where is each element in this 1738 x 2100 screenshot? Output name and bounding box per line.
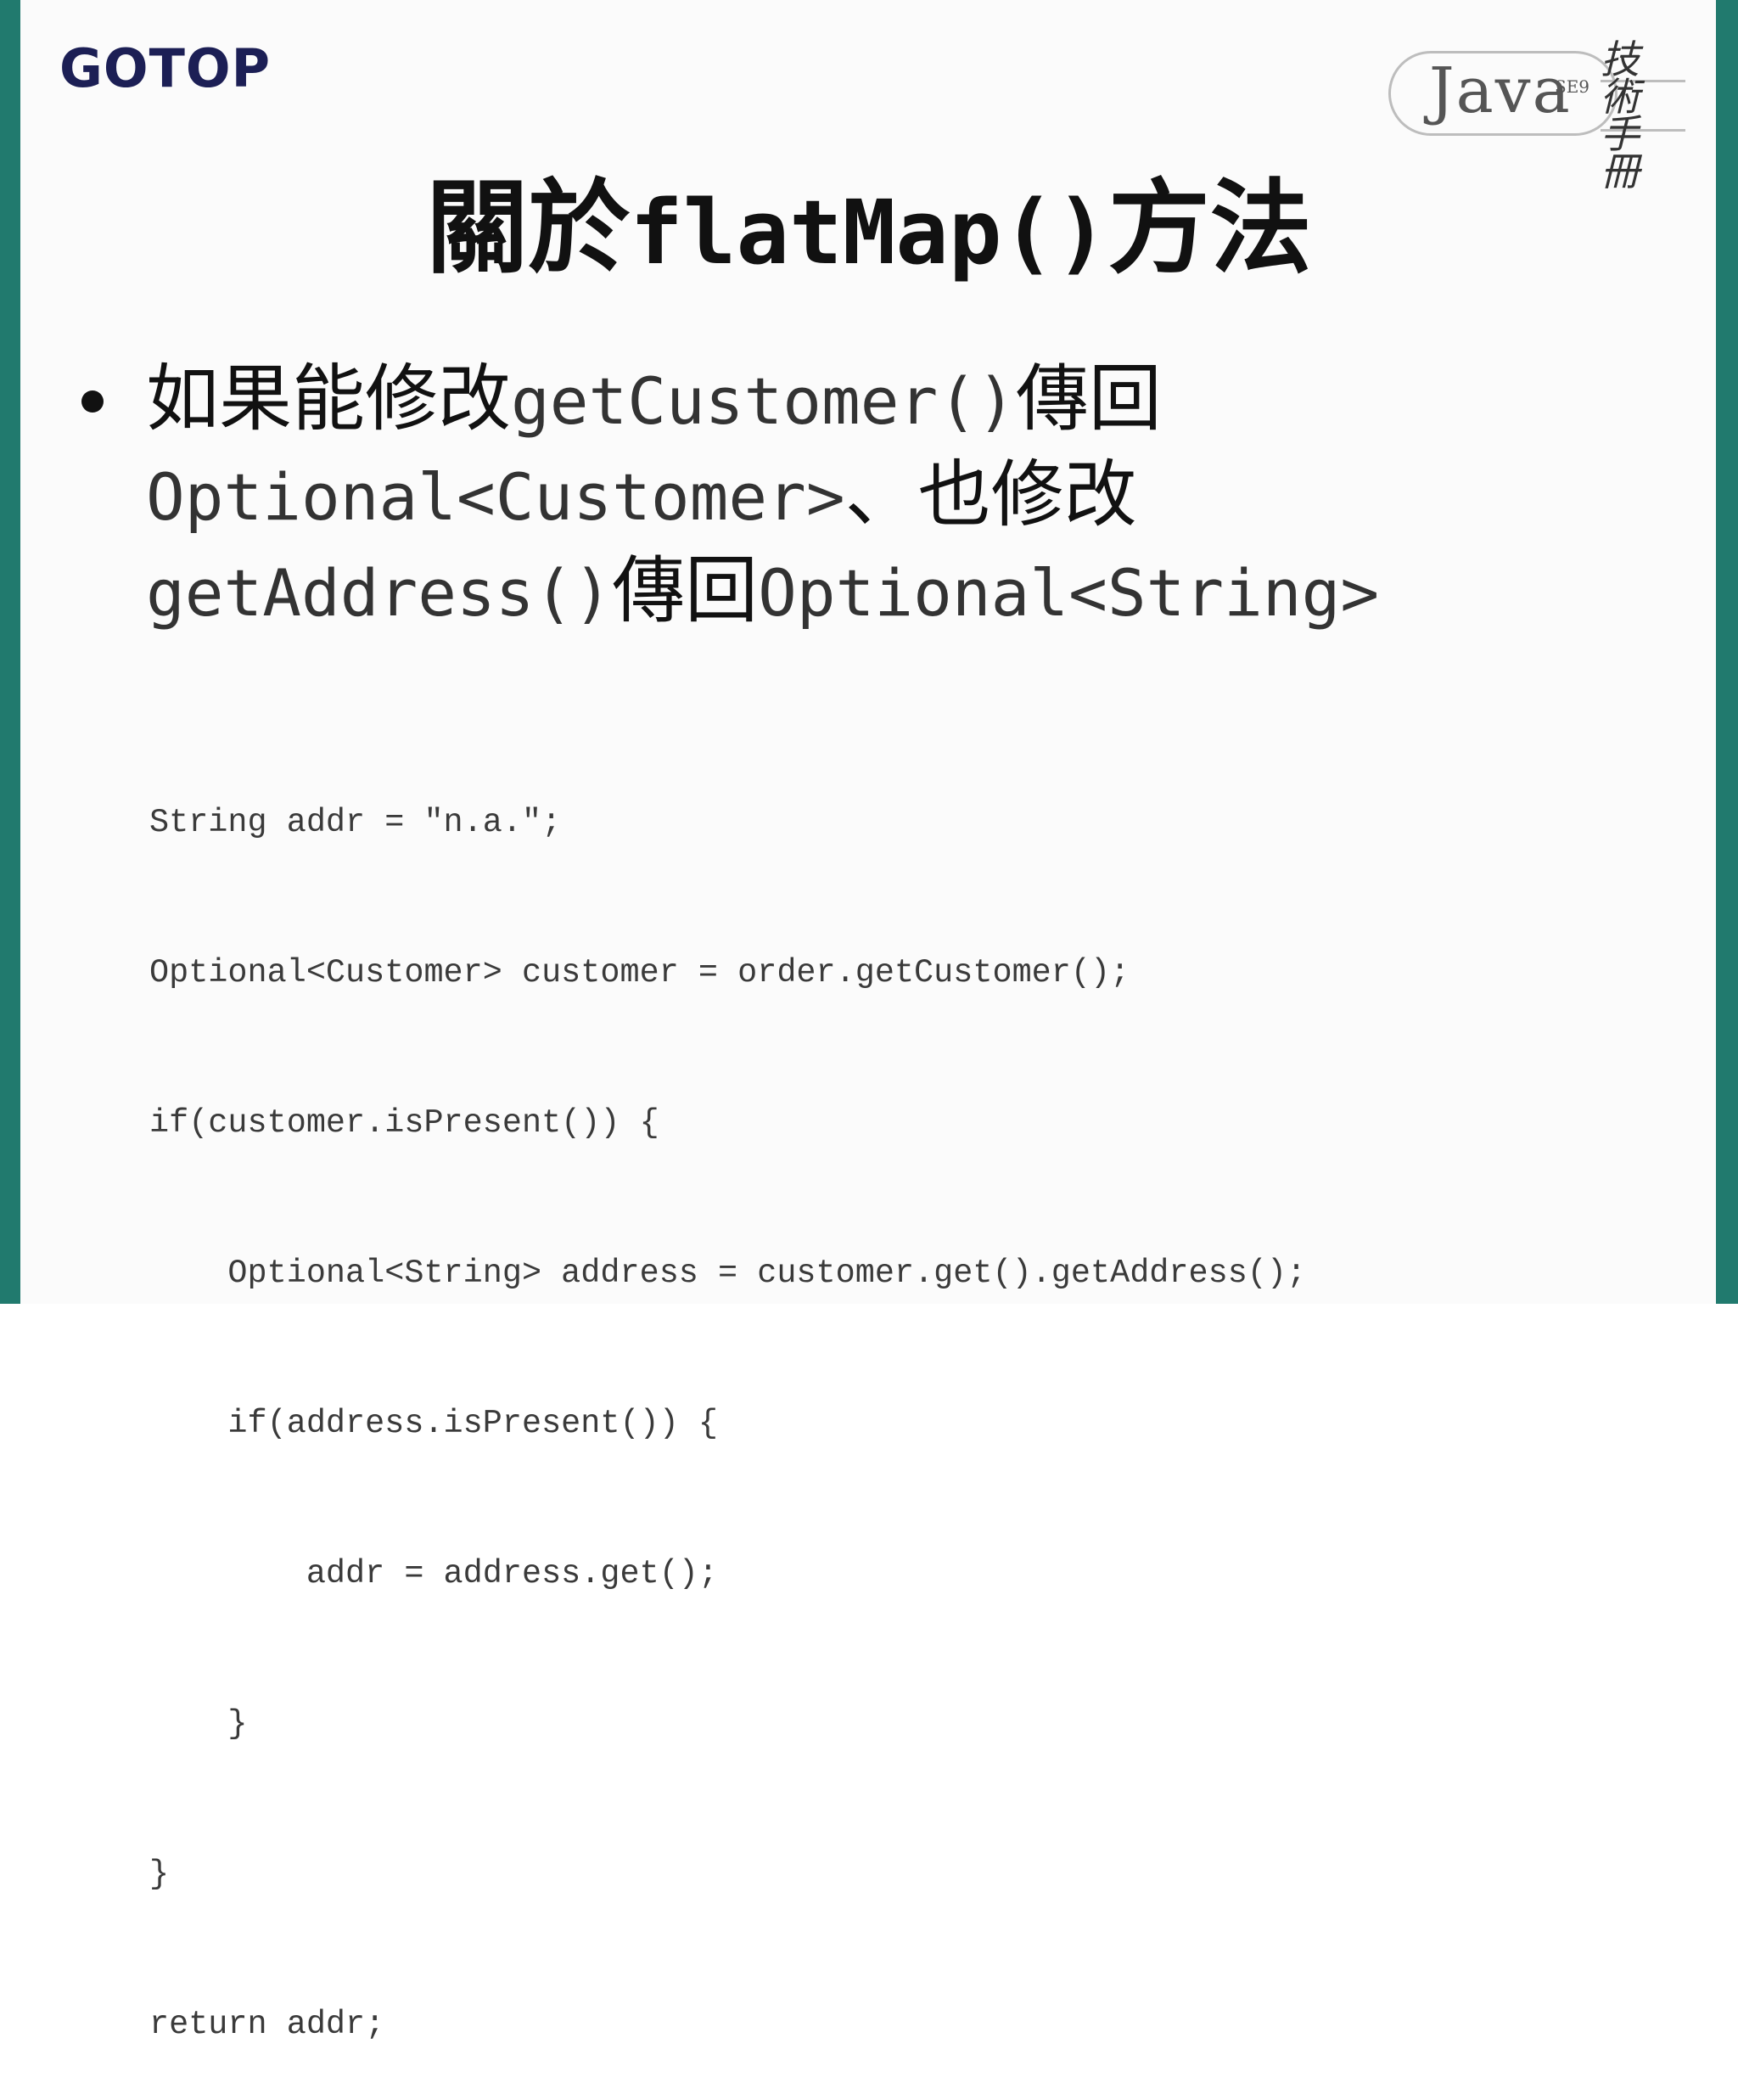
code-line: Optional<String> address = customer.get(…	[149, 1255, 1307, 1292]
title-prefix: 關於	[426, 170, 631, 288]
code-line: return addr;	[149, 2006, 385, 2043]
bullet-code: getCustomer()	[511, 363, 1016, 439]
badge-subtitle: 技術手冊	[1601, 36, 1640, 194]
badge-title: Java	[1429, 54, 1572, 127]
code-line: if(customer.isPresent()) {	[149, 1104, 659, 1142]
title-suffix: 方法	[1107, 170, 1312, 288]
bullet-icon	[81, 390, 104, 413]
code-line: }	[149, 1856, 170, 1893]
code-line: }	[149, 1705, 248, 1743]
code-line: addr = address.get();	[149, 1555, 719, 1592]
book-badge: Java SE9 技術手冊	[1388, 40, 1685, 191]
bullet-text: 傳回	[612, 548, 759, 633]
right-edge-bar	[1716, 0, 1738, 1304]
bullet-code: Optional<Customer>	[146, 459, 845, 535]
bullet-line-1: 如果能修改getCustomer()傳回	[146, 352, 1690, 448]
code-block: String addr = "n.a."; Optional<Customer>…	[149, 698, 1473, 2100]
slide-title: 關於flatMap()方法	[0, 178, 1738, 280]
badge-rule-top	[1601, 80, 1685, 82]
publisher-logo: GOTOP	[59, 37, 272, 99]
badge-edition: SE9	[1555, 76, 1590, 97]
badge-rule-bottom	[1601, 129, 1685, 132]
bullet-code: getAddress()	[146, 555, 613, 631]
badge-oval	[1388, 51, 1617, 136]
left-edge-bar	[0, 0, 20, 1304]
bullet-line-2: Optional<Customer>、也修改	[146, 448, 1690, 544]
bullet-text: 如果能修改	[146, 357, 511, 441]
title-code: flatMap()	[630, 181, 1108, 284]
code-line: String addr = "n.a.";	[149, 804, 562, 841]
bullet-text: 、也修改	[844, 452, 1137, 537]
bullet-point: 如果能修改getCustomer()傳回 Optional<Customer>、…	[146, 352, 1690, 640]
bullet-text: 傳回	[1015, 357, 1162, 441]
slide	[20, 0, 1716, 1304]
code-line: Optional<Customer> customer = order.getC…	[149, 954, 1130, 991]
bullet-line-3: getAddress()傳回Optional<String>	[146, 544, 1690, 640]
bullet-code: Optional<String>	[758, 555, 1380, 631]
code-line: if(address.isPresent()) {	[149, 1405, 719, 1442]
